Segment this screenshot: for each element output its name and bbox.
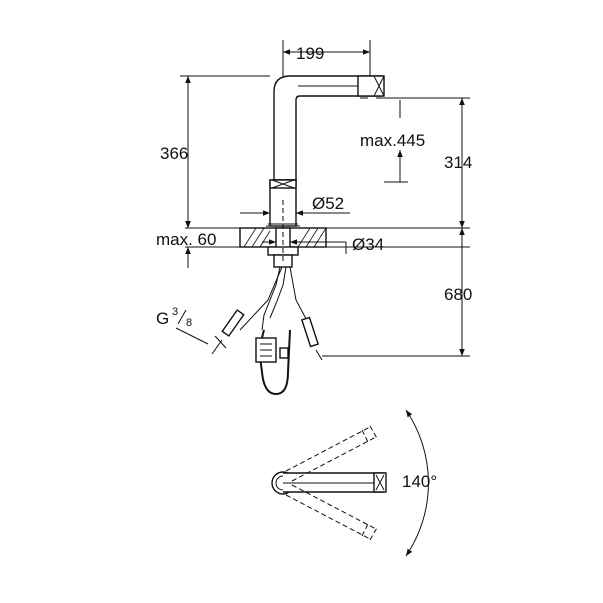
dim-hole-diameter: Ø34 — [262, 235, 384, 254]
countertop — [185, 227, 470, 268]
label-314: 314 — [444, 153, 472, 172]
dim-body-diameter: Ø52 — [240, 194, 350, 216]
dim-counter-thickness: max. 60 — [156, 208, 216, 268]
label-680: 680 — [444, 285, 472, 304]
label-366: 366 — [160, 144, 188, 163]
spout-top-main — [283, 472, 387, 493]
connection-thread-label: G 3 8 — [156, 306, 209, 345]
spout-top-swivel-up — [285, 425, 379, 482]
label-g: G — [156, 309, 169, 328]
faucet-spout — [273, 75, 385, 181]
label-max445: max.445 — [360, 131, 425, 150]
label-d34: Ø34 — [352, 235, 384, 254]
top-view: 140° — [271, 409, 437, 557]
label-199: 199 — [296, 44, 324, 63]
label-d52: Ø52 — [312, 194, 344, 213]
dim-top-width: 199 — [282, 40, 371, 76]
label-max60: max. 60 — [156, 230, 216, 249]
angle-arc — [405, 409, 429, 557]
label-140: 140° — [402, 472, 437, 491]
dim-hose-length: 680 — [322, 228, 472, 357]
label-g-den: 8 — [186, 317, 192, 329]
label-g-num: 3 — [172, 306, 178, 318]
front-view: 199 366 max.445 314 Ø52 — [156, 40, 472, 396]
spout-top-swivel-down — [285, 484, 379, 541]
dim-outlet-height: 314 — [376, 97, 472, 228]
dim-total-height: 366 — [160, 75, 270, 228]
supply-hoses — [211, 266, 323, 396]
dim-spray-reach: max.445 — [360, 100, 425, 183]
